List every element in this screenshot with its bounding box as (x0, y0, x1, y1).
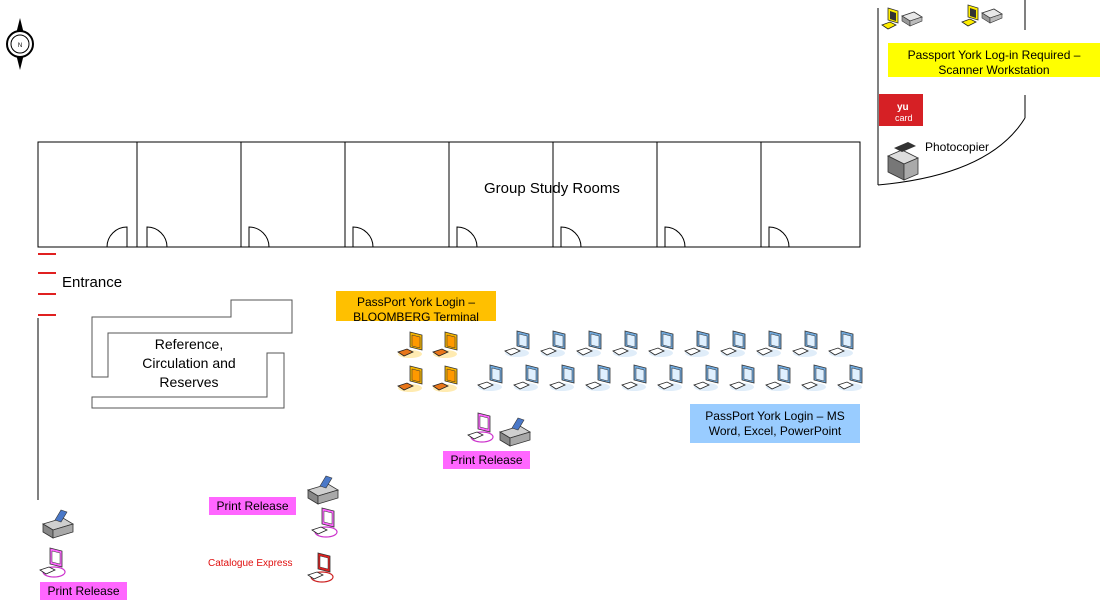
scanner-workstation-sign: Passport York Log-in Required – Scanner … (888, 43, 1100, 77)
scanner-workstation-icon[interactable] (881, 7, 923, 30)
computer-workstation-icon[interactable] (540, 330, 566, 358)
photocopier-icon[interactable] (887, 142, 919, 181)
computer-workstation-icon[interactable] (684, 330, 710, 358)
yu-card-machine-icon[interactable]: yu card (879, 94, 923, 126)
print-release-label: Print Release (209, 497, 296, 515)
printer-icon[interactable] (307, 475, 339, 505)
bloomberg-terminal-icon[interactable] (432, 365, 458, 393)
printer-icon[interactable] (499, 417, 531, 447)
computer-workstation-icon[interactable] (576, 330, 602, 358)
computer-workstation-icon[interactable] (720, 330, 746, 358)
catalogue-express-label: Catalogue Express (208, 558, 293, 569)
printer-icon[interactable] (42, 509, 74, 539)
computer-workstation-icon[interactable] (513, 364, 539, 392)
scanner-workstation-icon[interactable] (961, 4, 1003, 27)
computer-workstation-icon[interactable] (828, 330, 854, 358)
compass-rose-icon: N (6, 18, 34, 70)
computer-workstation-icon[interactable] (657, 364, 683, 392)
bloomberg-terminal-icon[interactable] (397, 331, 423, 359)
entrance-label: Entrance (62, 274, 123, 291)
bloomberg-terminal-icon[interactable] (397, 365, 423, 393)
print-release-station-icon[interactable] (467, 412, 494, 443)
bloomberg-terminal-sign: PassPort York Login – BLOOMBERG Terminal (336, 291, 496, 324)
print-release-label: Print Release (40, 582, 127, 600)
computer-workstation-icon[interactable] (837, 364, 863, 392)
computer-workstation-icon[interactable] (756, 330, 782, 358)
group-study-rooms-label: Group Study Rooms (484, 180, 620, 197)
print-release-station-icon[interactable] (311, 507, 338, 538)
scanner-area-wall (877, 0, 1026, 186)
doors (106, 226, 790, 248)
ms-office-workstation-sign: PassPort York Login – MS Word, Excel, Po… (690, 404, 860, 443)
bloomberg-terminal-icon[interactable] (432, 331, 458, 359)
print-release-station-icon[interactable] (39, 547, 66, 578)
photocopier-label: Photocopier (925, 140, 990, 154)
computer-workstation-icon[interactable] (549, 364, 575, 392)
catalogue-express-terminal-icon[interactable] (307, 552, 334, 583)
computer-workstation-icon[interactable] (621, 364, 647, 392)
computer-workstation-icon[interactable] (693, 364, 719, 392)
compass-letter: N (18, 43, 22, 49)
reference-desk-label: Reference, Circulation and Reserves (142, 336, 236, 390)
group-study-rooms (37, 141, 861, 248)
computer-workstation-icon[interactable] (648, 330, 674, 358)
computer-workstation-icon[interactable] (612, 330, 638, 358)
print-release-label: Print Release (443, 451, 530, 469)
svg-text:card: card (895, 113, 913, 123)
computer-workstation-icon[interactable] (729, 364, 755, 392)
computer-workstation-icon[interactable] (585, 364, 611, 392)
computer-workstation-icon[interactable] (765, 364, 791, 392)
computer-workstation-icon[interactable] (477, 364, 503, 392)
entrance-markers (38, 253, 56, 316)
reference-desk (91, 299, 293, 378)
computer-workstation-icon[interactable] (504, 330, 530, 358)
computer-workstation-icon[interactable] (792, 330, 818, 358)
svg-text:yu: yu (897, 102, 909, 113)
computer-workstation-icon[interactable] (801, 364, 827, 392)
